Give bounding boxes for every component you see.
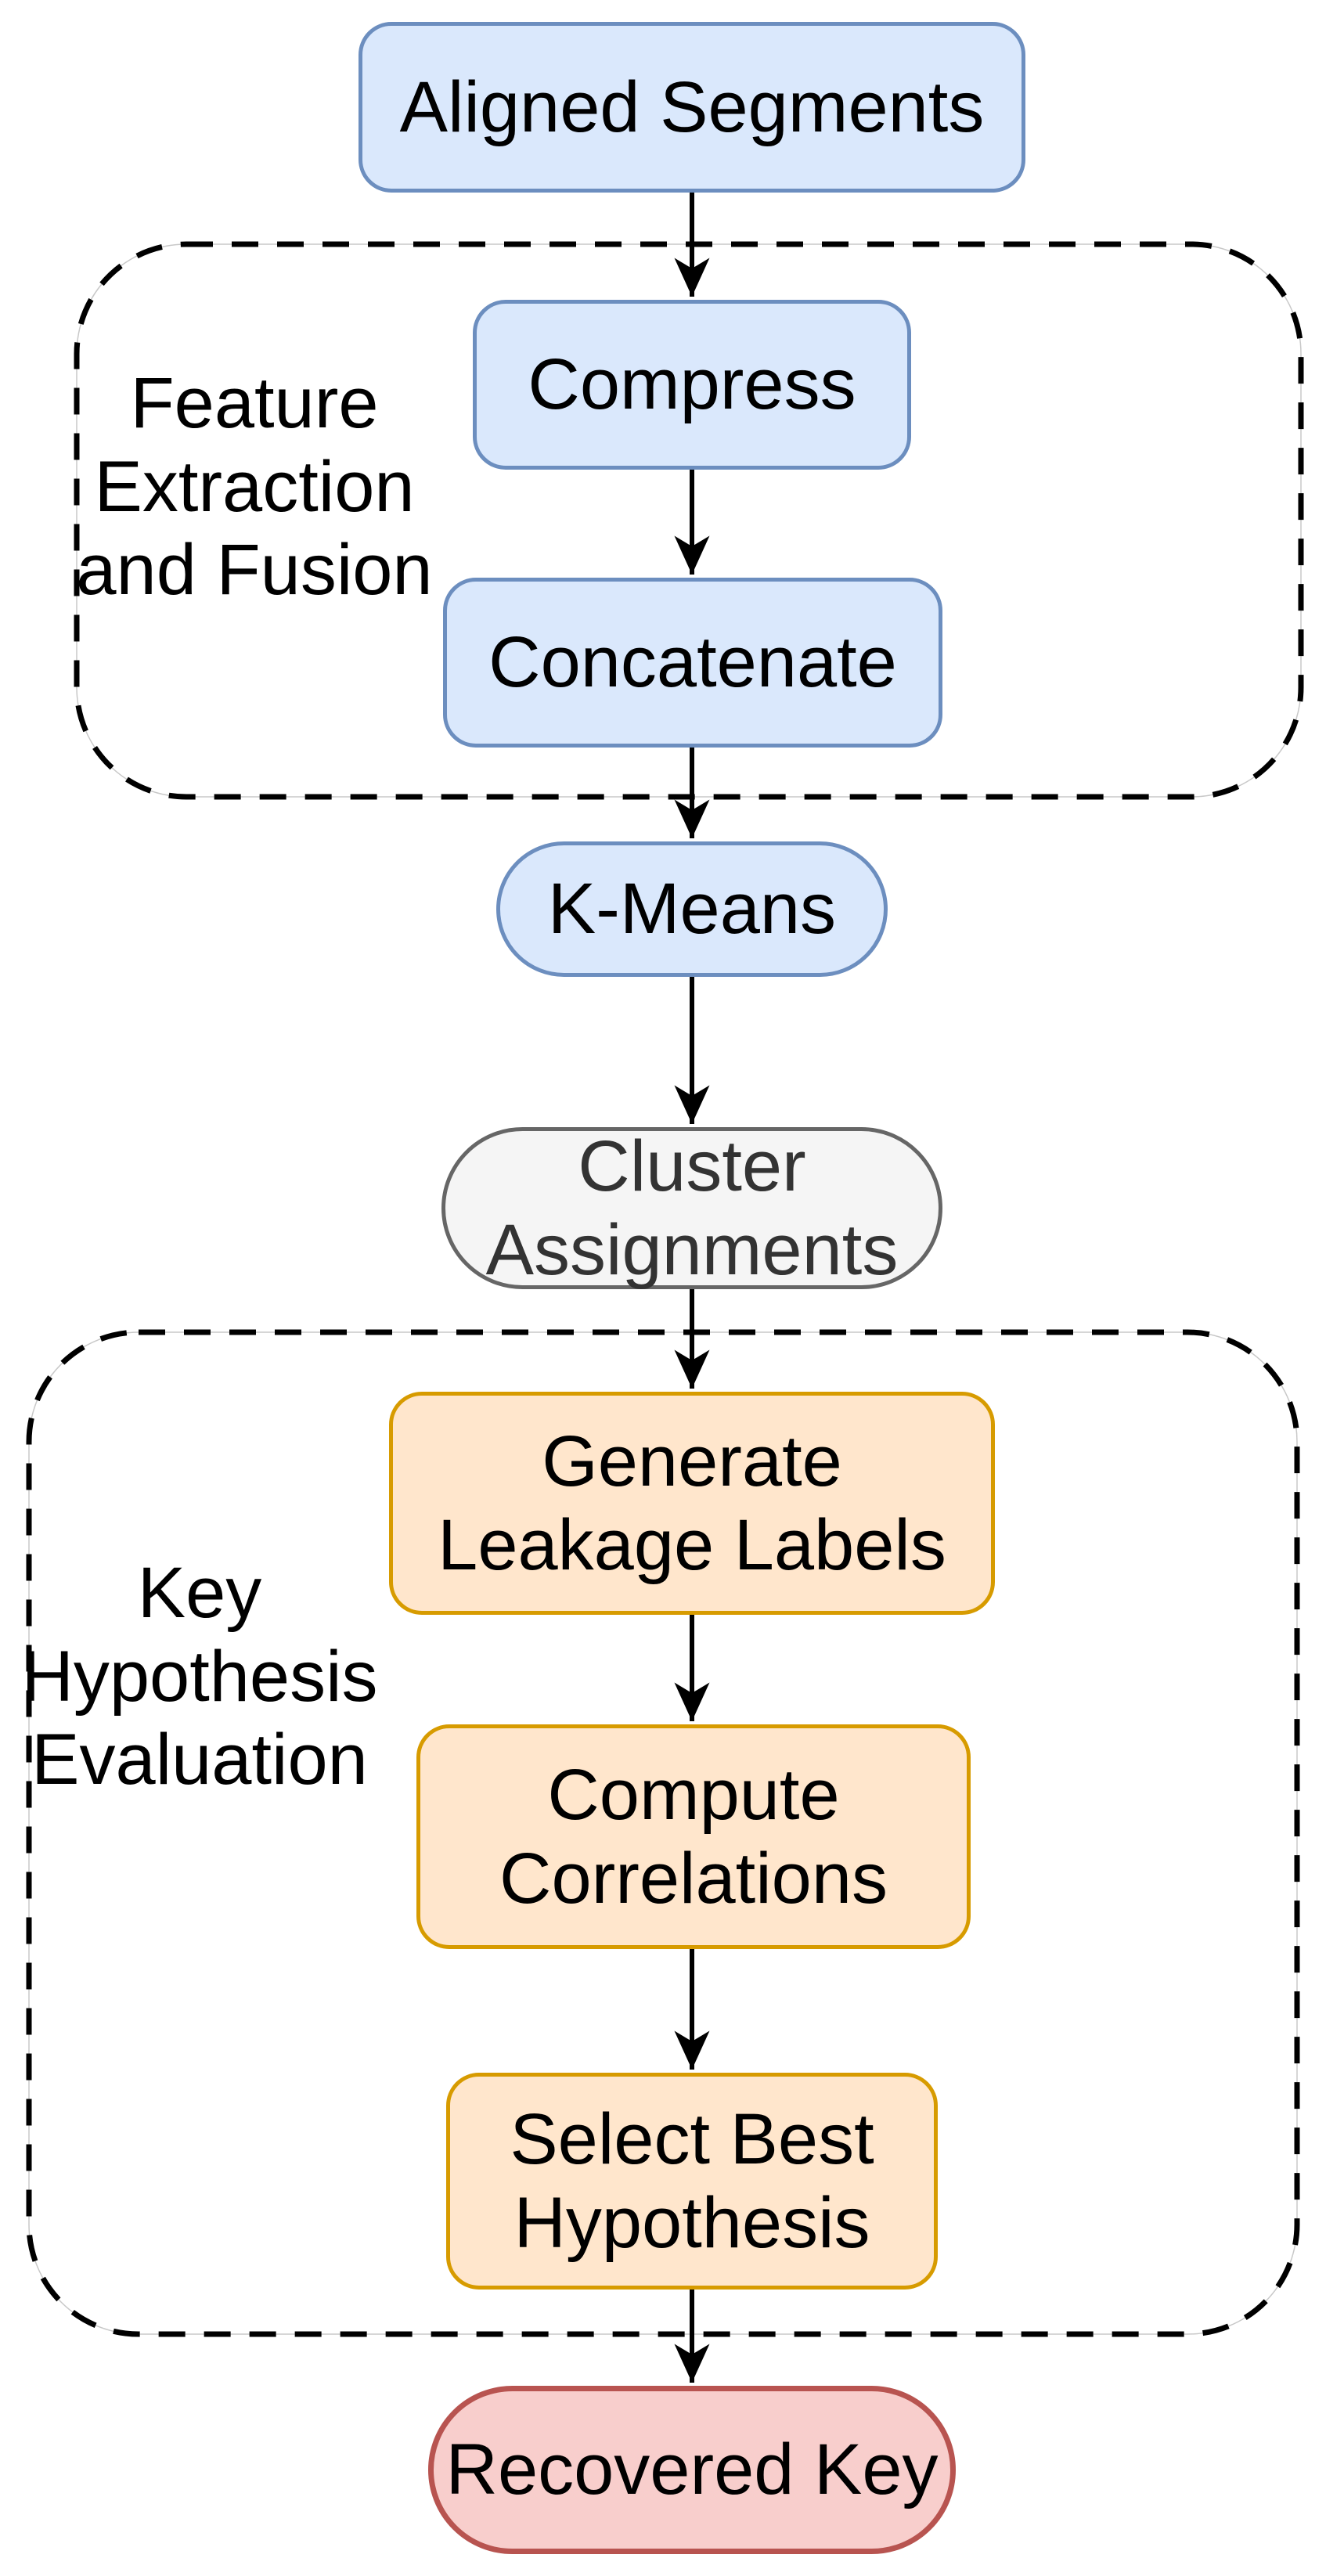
- node-label-line: Recovered Key: [445, 2430, 939, 2510]
- group-label-feature-extraction-and-fusion: Feature Extraction and Fusion: [74, 362, 434, 612]
- node-label-line: Cluster: [578, 1126, 806, 1206]
- group-label-line: Extraction: [94, 446, 415, 527]
- group-label-line: Evaluation: [31, 1720, 368, 1800]
- group-label-key-hypothesis-evaluation: Key Hypothesis Evaluation: [20, 1551, 380, 1802]
- node-concatenate: Concatenate: [443, 578, 942, 748]
- node-compute-correlations: Compute Correlations: [416, 1724, 971, 1949]
- node-select-best-hypothesis: Select Best Hypothesis: [446, 2073, 938, 2290]
- node-label-line: Select Best: [510, 2099, 874, 2179]
- node-label-line: Compute: [547, 1754, 840, 1835]
- node-compress: Compress: [473, 300, 911, 470]
- node-generate-leakage-labels: Generate Leakage Labels: [389, 1392, 995, 1615]
- node-k-means: K-Means: [496, 841, 888, 977]
- node-label-line: Assignments: [485, 1209, 899, 1290]
- group-label-line: and Fusion: [76, 530, 433, 611]
- group-label-line: Hypothesis: [21, 1636, 378, 1717]
- node-label-line: Aligned Segments: [399, 67, 985, 147]
- group-label-line: Key: [137, 1553, 262, 1633]
- node-label-line: Compress: [528, 344, 856, 425]
- node-label-line: Leakage Labels: [438, 1504, 946, 1585]
- node-aligned-segments: Aligned Segments: [359, 22, 1025, 193]
- group-label-line: Feature: [130, 363, 379, 443]
- node-label-line: Generate: [542, 1421, 842, 1501]
- node-label-line: Hypothesis: [513, 2182, 870, 2263]
- node-label-line: Concatenate: [488, 622, 897, 703]
- node-cluster-assignments: Cluster Assignments: [441, 1126, 942, 1290]
- node-recovered-key: Recovered Key: [428, 2386, 956, 2554]
- node-label-line: K-Means: [547, 869, 837, 949]
- node-label-line: Correlations: [499, 1838, 888, 1918]
